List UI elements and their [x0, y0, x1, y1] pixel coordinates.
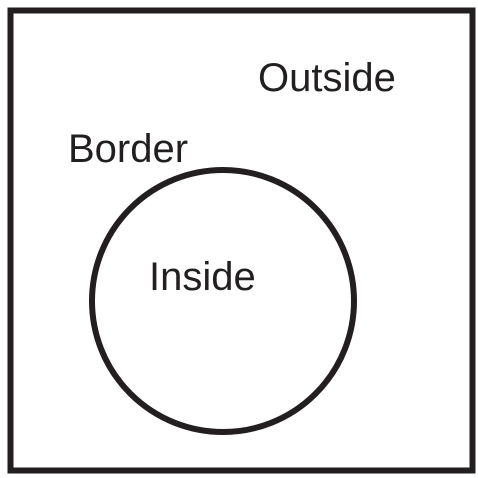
outer-square [7, 7, 476, 474]
region-circle [89, 167, 357, 435]
inside-label: Inside [149, 255, 256, 299]
border-label: Border [68, 127, 188, 171]
outside-label: Outside [258, 56, 396, 100]
